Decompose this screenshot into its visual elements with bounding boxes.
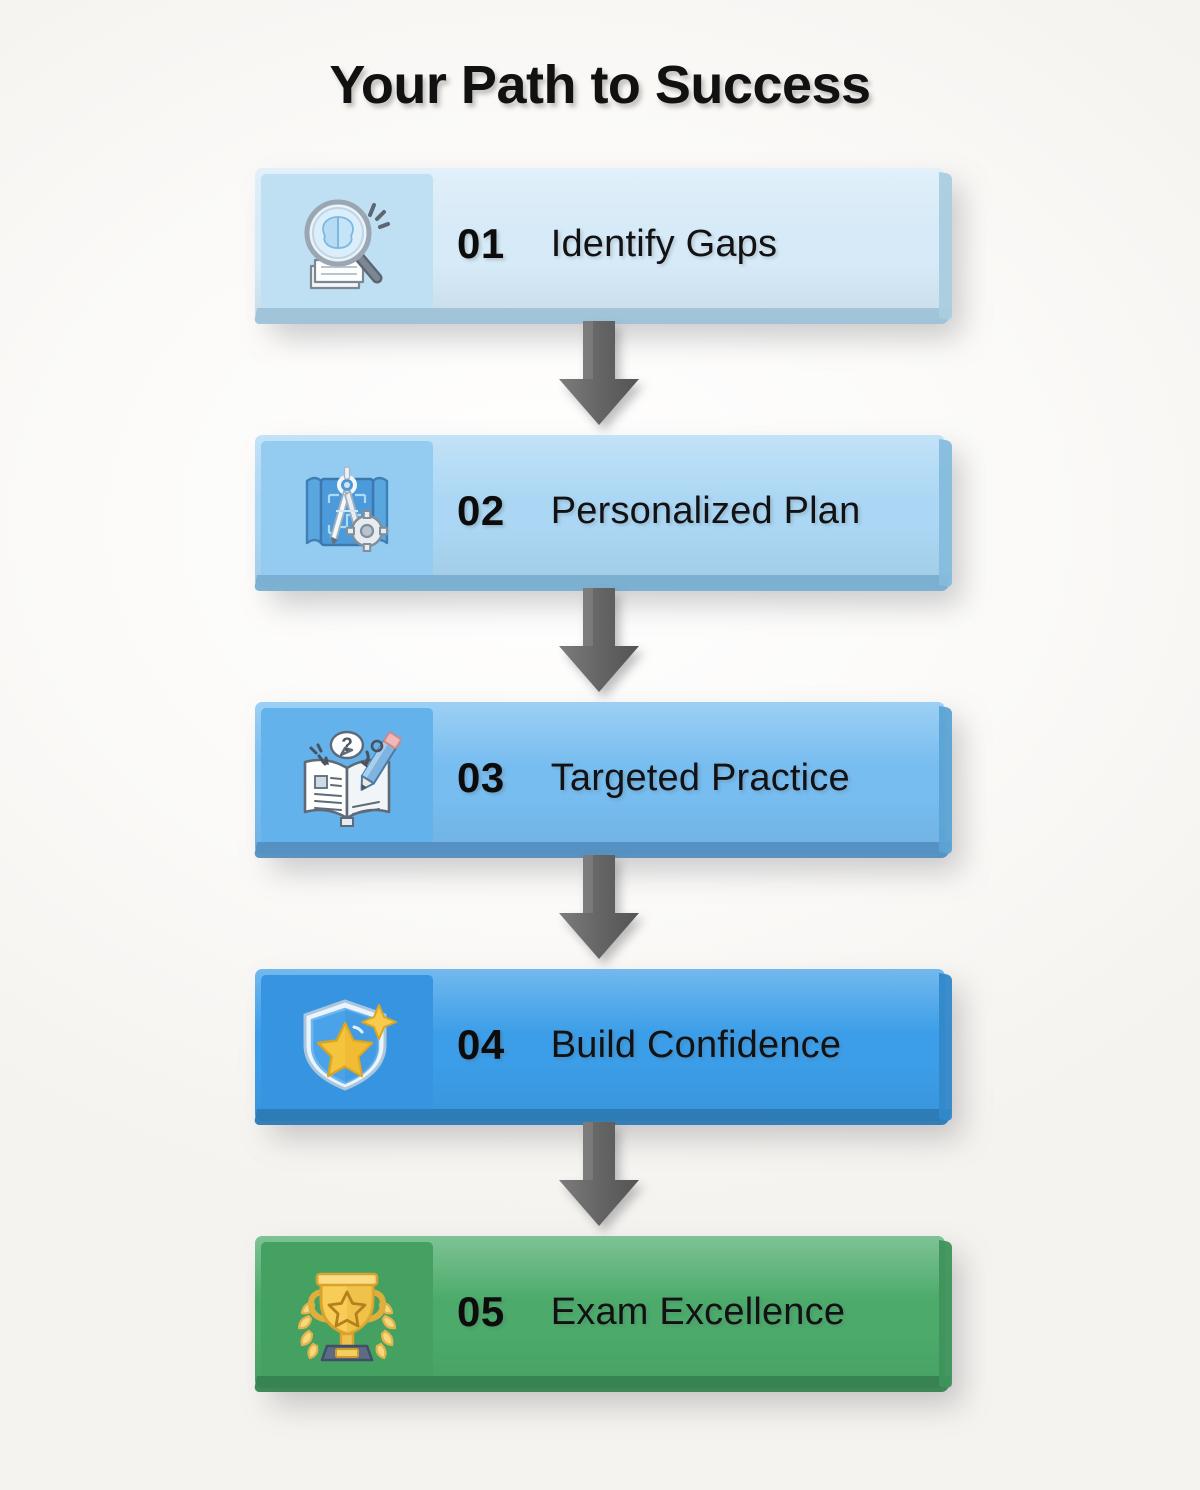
step-slab-2: 02 Personalized Plan	[255, 435, 945, 587]
connector-3-4	[255, 855, 945, 969]
step-slab-right-3	[939, 706, 952, 855]
step-slab-right-4	[939, 973, 952, 1122]
step-label-5: Exam Excellence	[550, 1290, 846, 1333]
magnifier-brain-icon	[304, 199, 390, 290]
step-card-1[interactable]: 01 Identify Gaps	[253, 168, 952, 333]
step-card-5[interactable]: 05 Exam Excellence	[253, 1236, 952, 1401]
step-slab-right-2	[939, 439, 952, 588]
svg-text:?: ?	[341, 735, 353, 756]
step-label-2: Personalized Plan	[550, 489, 861, 532]
step-icon-panel-4	[261, 975, 433, 1115]
down-arrow-icon	[559, 588, 639, 692]
step-text-5: 05 Exam Excellence	[445, 1236, 845, 1388]
open-book-pencil-question-icon: ?	[303, 730, 402, 827]
step-slab-1: 01 Identify Gaps	[255, 168, 945, 320]
step-text-3: 03 Targeted Practice	[445, 702, 850, 854]
step-label-4: Build Confidence	[550, 1023, 842, 1066]
blueprint-compass-gear-icon	[305, 466, 389, 552]
step-icon-panel-3: ?	[261, 708, 433, 848]
step-card-2[interactable]: 02 Personalized Plan	[253, 435, 952, 600]
step-slab-right-1	[939, 172, 952, 321]
down-arrow-icon	[559, 855, 639, 959]
step-slab-bottom-5	[253, 1376, 951, 1392]
step-text-4: 04 Build Confidence	[445, 969, 841, 1121]
connector-1-2	[255, 321, 945, 435]
step-number-3: 03	[457, 754, 505, 801]
step-card-3[interactable]: ? 03 Targeted Practice	[253, 702, 952, 867]
step-icon-panel-5	[261, 1242, 433, 1382]
step-number-4: 04	[457, 1021, 505, 1068]
step-icon-panel-2	[261, 441, 433, 581]
step-card-4[interactable]: 04 Build Confidence	[253, 969, 952, 1134]
down-arrow-icon	[559, 321, 639, 425]
step-text-1: 01 Identify Gaps	[445, 168, 777, 320]
down-arrow-icon	[559, 1122, 639, 1226]
step-slab-right-5	[939, 1240, 952, 1389]
step-slab-5: 05 Exam Excellence	[255, 1236, 945, 1388]
shield-star-icon	[303, 999, 397, 1091]
step-icon-panel-1	[261, 174, 433, 314]
connector-4-5	[255, 1122, 945, 1236]
step-slab-4: 04 Build Confidence	[255, 969, 945, 1121]
step-number-2: 02	[457, 487, 505, 534]
step-label-1: Identify Gaps	[550, 222, 778, 265]
step-number-5: 05	[457, 1288, 505, 1335]
step-text-2: 02 Personalized Plan	[445, 435, 860, 587]
step-label-3: Targeted Practice	[550, 756, 850, 799]
page-title: Your Path to Success	[329, 55, 871, 115]
connector-2-3	[255, 588, 945, 702]
process-flow: 01 Identify Gaps	[253, 168, 955, 1401]
step-slab-3: ? 03 Targeted Practice	[255, 702, 945, 854]
trophy-laurel-icon	[297, 1272, 397, 1362]
step-number-1: 01	[457, 220, 505, 267]
